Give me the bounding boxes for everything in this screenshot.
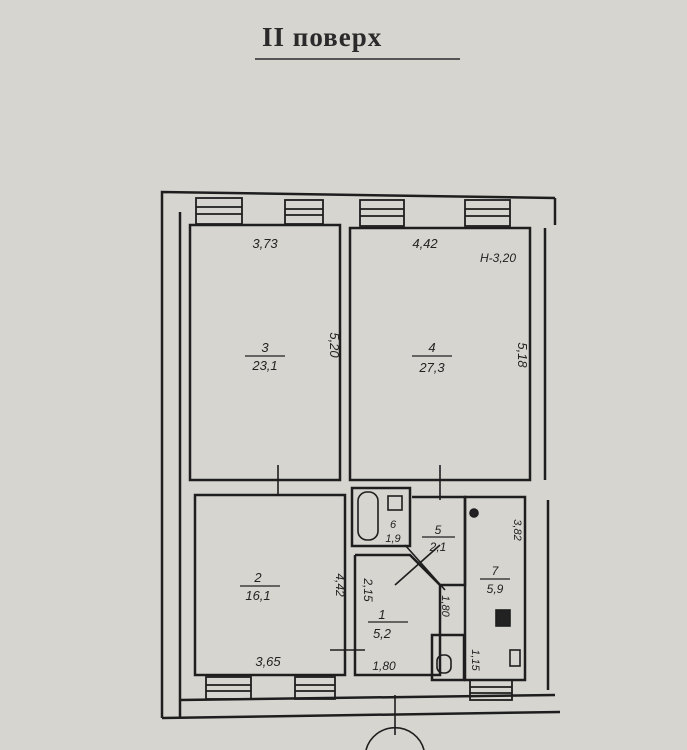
toilet-icon [436,654,452,674]
dim-wc-length: 1,15 [469,649,481,671]
outer-walls [160,190,561,720]
room-3-number: 3 [261,340,269,355]
gas-pipe-icon [469,508,479,518]
room-6-area: 1,9 [385,533,400,545]
room-7-area: 5,9 [487,582,504,596]
kitchen-sink-icon [509,649,521,667]
room-4-area: 27,3 [418,360,445,375]
ceiling-height: H-3,20 [480,251,516,265]
floor-title: II поверх [262,22,383,52]
dim-room4-width: 4,42 [412,236,438,251]
room-walls [188,223,532,682]
dim-closet-length: 1,80 [439,595,451,617]
room-2-area: 16,1 [245,588,270,603]
title-underline [255,58,460,60]
room-2-number: 2 [253,570,262,585]
room-1-number: 1 [378,607,385,622]
dim-room3-width: 3,73 [252,236,278,251]
stove-icon [495,609,511,627]
dim-room2-length: 4,42 [333,573,347,597]
sink-icon [387,495,403,511]
room-4-number: 4 [428,340,435,355]
dim-room4-length: 5,18 [515,342,530,368]
room-5-number: 5 [435,523,442,537]
dim-room2-width: 3,65 [255,654,281,669]
bathtub-icon [357,491,379,541]
room-3-area: 23,1 [251,358,277,373]
room-7-number: 7 [492,564,500,578]
fixtures [277,465,521,750]
room-1-area: 5,2 [373,626,392,641]
dim-room3-length: 5,20 [327,332,342,358]
room-6-number: 6 [390,519,397,531]
entrance-marker [365,726,425,750]
dim-kitchen-length: 3,82 [511,519,523,540]
room-5-area: 2,1 [429,540,447,554]
dim-corridor-length: 2,15 [361,577,375,602]
dim-corridor-width: 1,80 [372,659,396,673]
